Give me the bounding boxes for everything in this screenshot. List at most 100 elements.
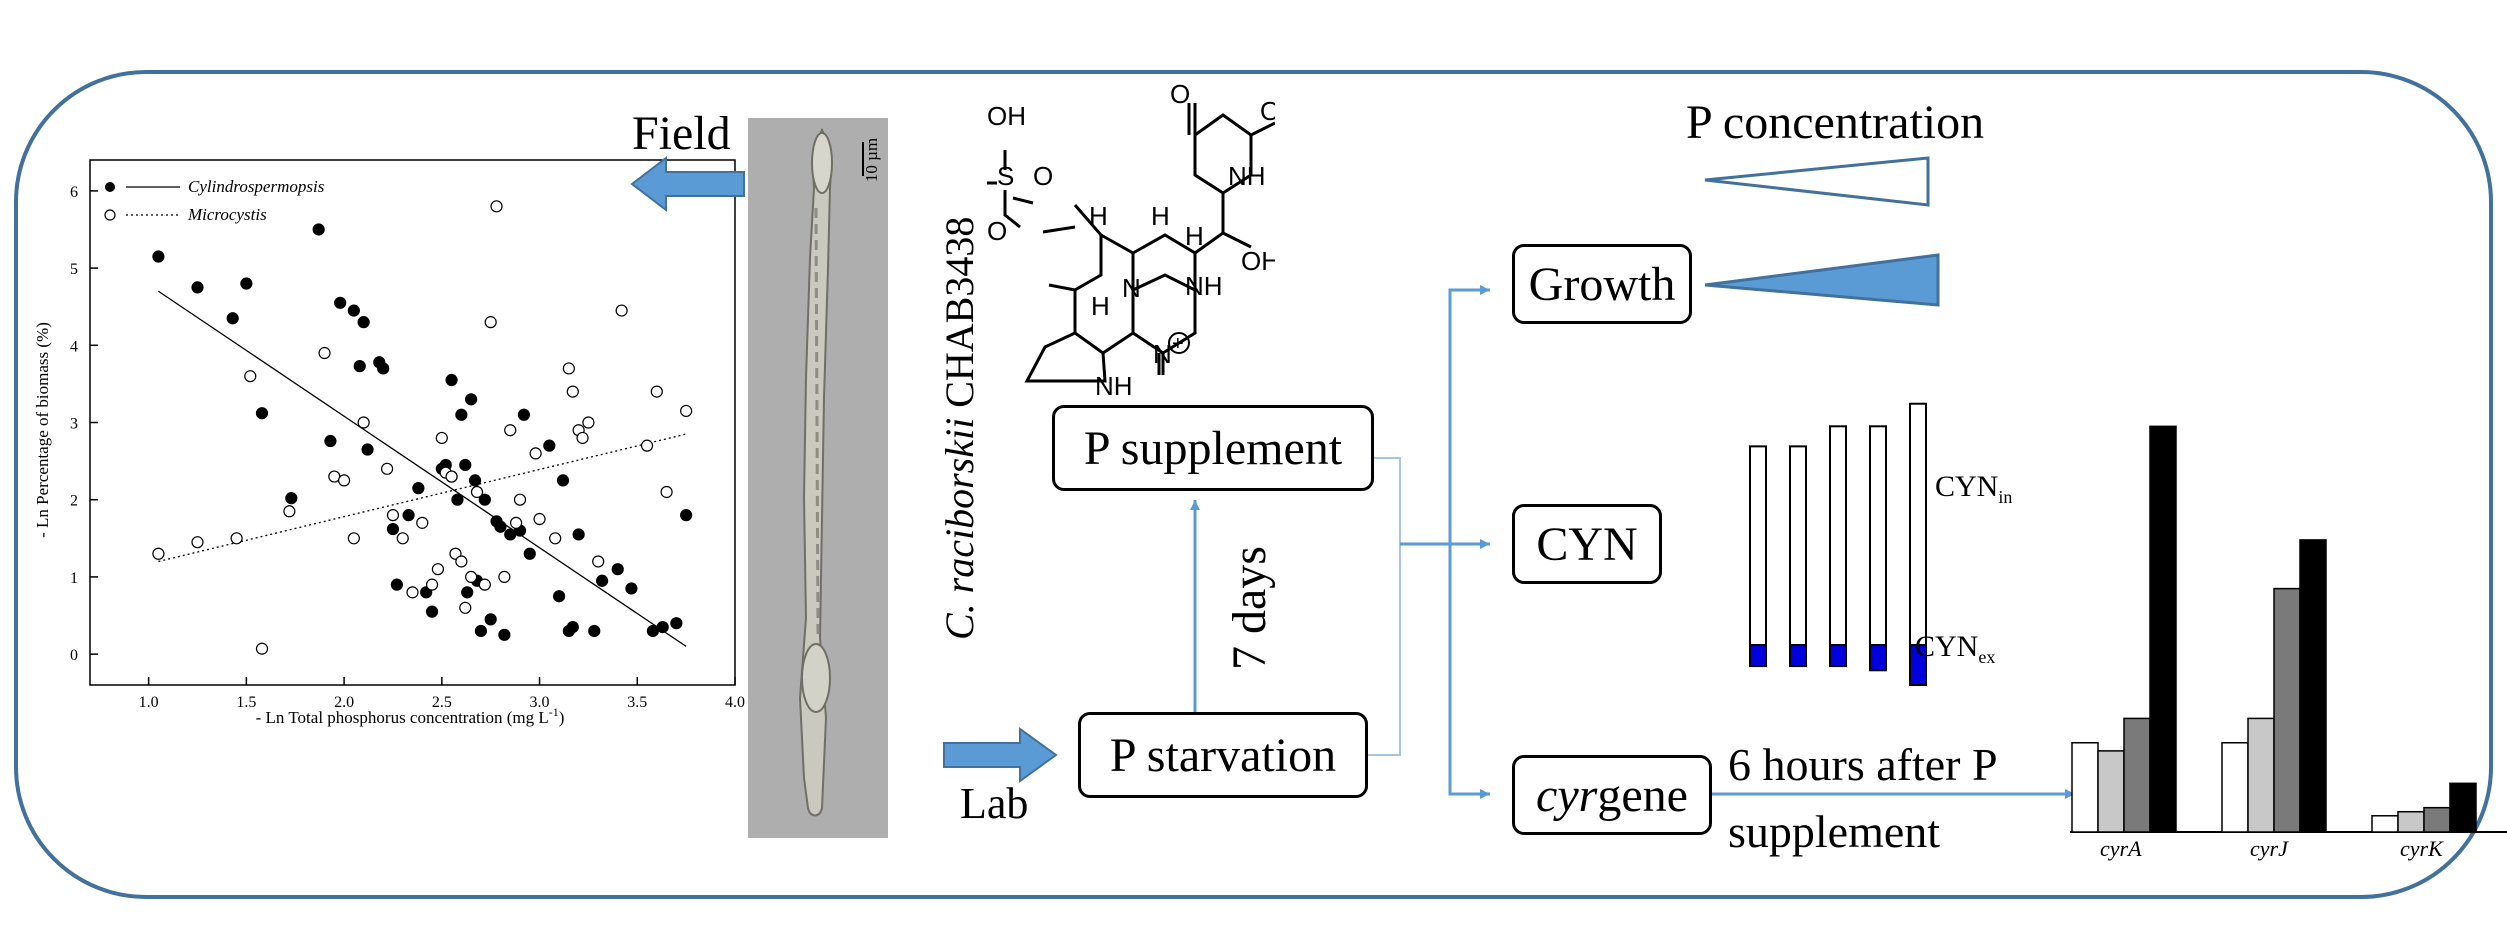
gene-bar-cyrK <box>2371 815 2399 833</box>
cylindrospermopsin-structure: OH S O O H H H N N NH H NH O O NH OH + <box>987 79 1275 395</box>
point-cylindrospermopsis <box>498 628 511 641</box>
point-microcystis <box>513 493 527 506</box>
atom-o-4: O <box>1260 96 1275 126</box>
scatter-legend: Cylindrospermopsis Microcystis <box>104 177 325 224</box>
point-microcystis <box>533 512 546 526</box>
atom-s: S <box>997 161 1014 191</box>
atom-oh-2: OH <box>1241 246 1275 276</box>
x-tick-label: 2.0 <box>334 694 354 711</box>
point-microcystis <box>445 470 458 483</box>
field-arrow <box>630 155 745 213</box>
point-microcystis <box>255 642 269 655</box>
p-supplement-box: P supplement <box>1052 405 1374 491</box>
point-microcystis <box>465 570 478 584</box>
point-microcystis <box>509 516 523 529</box>
point-microcystis <box>490 200 503 213</box>
point-microcystis <box>337 474 351 487</box>
cyn-ex-bar <box>1829 644 1847 668</box>
atom-o-2: O <box>987 216 1007 246</box>
point-cylindrospermopsis <box>478 493 491 506</box>
point-cylindrospermopsis <box>353 360 366 373</box>
cyr-gene-box: cyr gene <box>1512 755 1712 835</box>
gene-chart-overlay <box>2071 831 2072 833</box>
lab-arrow <box>943 727 1058 783</box>
atom-o-3: O <box>1170 79 1190 109</box>
point-cylindrospermopsis <box>656 620 669 634</box>
cyn-ex-bar <box>1909 644 1927 687</box>
y-tick-label: 1 <box>70 570 78 587</box>
point-microcystis <box>386 509 400 522</box>
cyn-in-bar <box>1789 445 1807 648</box>
y-tick-label: 3 <box>70 416 78 433</box>
fit-line-microcystis <box>158 433 687 563</box>
gene-bar-cyrK <box>2423 806 2451 833</box>
gene-bar-cyrK <box>2449 782 2477 833</box>
point-microcystis <box>592 555 605 568</box>
point-cylindrospermopsis <box>680 509 693 522</box>
point-cylindrospermopsis <box>451 493 464 506</box>
point-cylindrospermopsis <box>191 281 204 294</box>
p-concentration-wedge <box>1704 156 1930 207</box>
atom-n-2: N <box>1153 339 1172 369</box>
point-cylindrospermopsis <box>412 482 425 495</box>
charge-circle <box>1168 332 1190 354</box>
atom-h-3: H <box>1091 291 1110 321</box>
point-cylindrospermopsis <box>588 624 601 638</box>
point-microcystis <box>650 385 663 398</box>
point-cylindrospermopsis <box>611 563 624 576</box>
point-cylindrospermopsis <box>347 304 360 317</box>
point-microcystis <box>680 404 693 418</box>
cyn-in-bar <box>1909 402 1927 648</box>
atom-nh-2: NH <box>1095 371 1133 395</box>
bracket-connector <box>1368 457 1401 756</box>
gene-bar-cyrA <box>2149 425 2177 833</box>
x-tick-label: 2.5 <box>432 694 452 711</box>
point-cylindrospermopsis <box>312 223 325 236</box>
point-microcystis <box>615 304 628 317</box>
point-cylindrospermopsis <box>572 528 585 541</box>
y-tick-label: 4 <box>70 338 78 355</box>
atom-charge: + <box>1172 333 1184 355</box>
legend-marker-open <box>104 209 116 221</box>
point-microcystis <box>435 431 448 445</box>
point-microcystis <box>416 516 429 529</box>
point-cylindrospermopsis <box>455 408 468 421</box>
growth-wedge <box>1704 253 1940 307</box>
point-cylindrospermopsis <box>556 474 570 487</box>
point-microcystis <box>357 416 370 429</box>
field-label: Field <box>632 107 731 160</box>
gene-label-cyrA: cyrA <box>2100 836 2142 861</box>
atom-h-2: H <box>1151 201 1170 231</box>
point-microcystis <box>576 431 589 445</box>
point-microcystis <box>396 532 409 545</box>
point-microcystis <box>425 578 439 591</box>
cyn-ex-label: CYNex <box>1915 630 1996 667</box>
point-cylindrospermopsis <box>595 574 609 587</box>
point-cylindrospermopsis <box>402 509 415 522</box>
gene-label-cyrJ: cyrJ <box>2250 836 2288 861</box>
lab-label: Lab <box>960 779 1029 828</box>
point-microcystis <box>406 586 419 599</box>
point-microcystis <box>191 536 204 549</box>
point-cylindrospermopsis <box>566 620 579 634</box>
cyn-in-label: CYNin <box>1935 470 2013 507</box>
atom-n-1: N <box>1122 273 1141 303</box>
gene-bar-cyrJ <box>2299 539 2327 833</box>
point-cylindrospermopsis <box>240 277 253 290</box>
gene-bar-cyrJ <box>2247 717 2275 833</box>
six-hours-line2: supplement <box>1728 806 1941 857</box>
legend-label-cylindrospermopsis: Cylindrospermopsis <box>188 177 325 196</box>
cyn-bar-chart <box>1749 402 1927 687</box>
point-microcystis <box>562 362 575 375</box>
point-cylindrospermopsis <box>357 316 370 329</box>
point-microcystis <box>244 370 257 383</box>
point-cylindrospermopsis <box>543 439 556 452</box>
point-microcystis <box>459 601 472 614</box>
point-microcystis <box>470 485 484 499</box>
point-cylindrospermopsis <box>461 586 474 599</box>
